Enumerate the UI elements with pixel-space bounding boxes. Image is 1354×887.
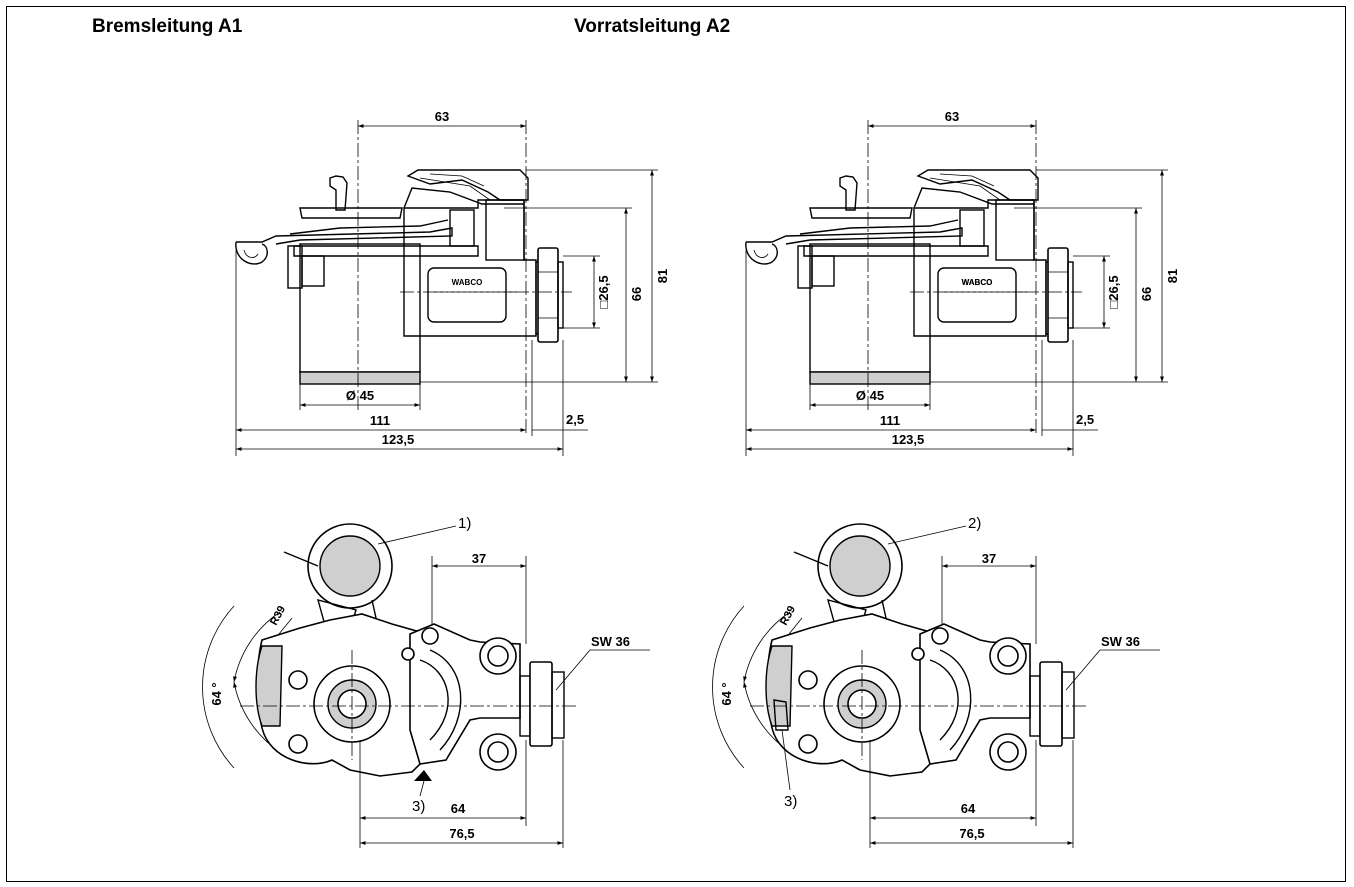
dim-111-left: 111 [370,413,390,428]
dim-81-right: 81 [1165,269,1180,283]
dim-64-right: 64 [961,801,976,816]
wabco-label-right: WABCO [962,278,993,287]
dim-37-right: 37 [982,551,996,566]
dim-sw36-right: SW 36 [1101,634,1140,649]
front-view-a2 [746,120,1168,456]
dim-1235-left: 123,5 [382,432,415,447]
title-bremsleitung: Bremsleitung A1 [92,16,243,37]
drawing-frame [6,6,1346,882]
dim-765-right: 76,5 [959,826,984,841]
dim-111-right: 111 [880,413,900,428]
dim-angle-left: 64 ° [209,682,224,705]
dim-sw36-left: SW 36 [591,634,630,649]
note-1: 1) [458,515,471,532]
dim-square-right: □26,5 [1106,275,1121,308]
dim-r39-left: R39 [268,604,288,627]
top-view-a1 [203,524,650,848]
dim-64-left: 64 [451,801,466,816]
note-3-left: 3) [412,798,425,815]
dim-81-left: 81 [655,269,670,283]
dim-25-left: 2,5 [566,412,584,427]
note-2: 2) [968,515,981,532]
front-view-a1 [236,120,658,456]
dim-63-right: 63 [945,109,959,124]
dim-diameter-right: Ø 45 [856,388,884,403]
title-vorratsleitung: Vorratsleitung A2 [574,16,731,37]
top-view-a2 [713,524,1160,848]
note-3-right: 3) [784,793,797,810]
dim-66-left: 66 [629,287,644,301]
dim-square-left: □26,5 [596,275,611,308]
dim-66-right: 66 [1139,287,1154,301]
marker-triangle [414,770,432,781]
dim-r39-right: R39 [778,604,798,627]
dim-37-left: 37 [472,551,486,566]
dim-63-left: 63 [435,109,449,124]
dim-angle-right: 64 ° [719,682,734,705]
dim-25-right: 2,5 [1076,412,1094,427]
dim-diameter-left: Ø 45 [346,388,374,403]
dim-1235-right: 123,5 [892,432,925,447]
dim-765-left: 76,5 [449,826,474,841]
